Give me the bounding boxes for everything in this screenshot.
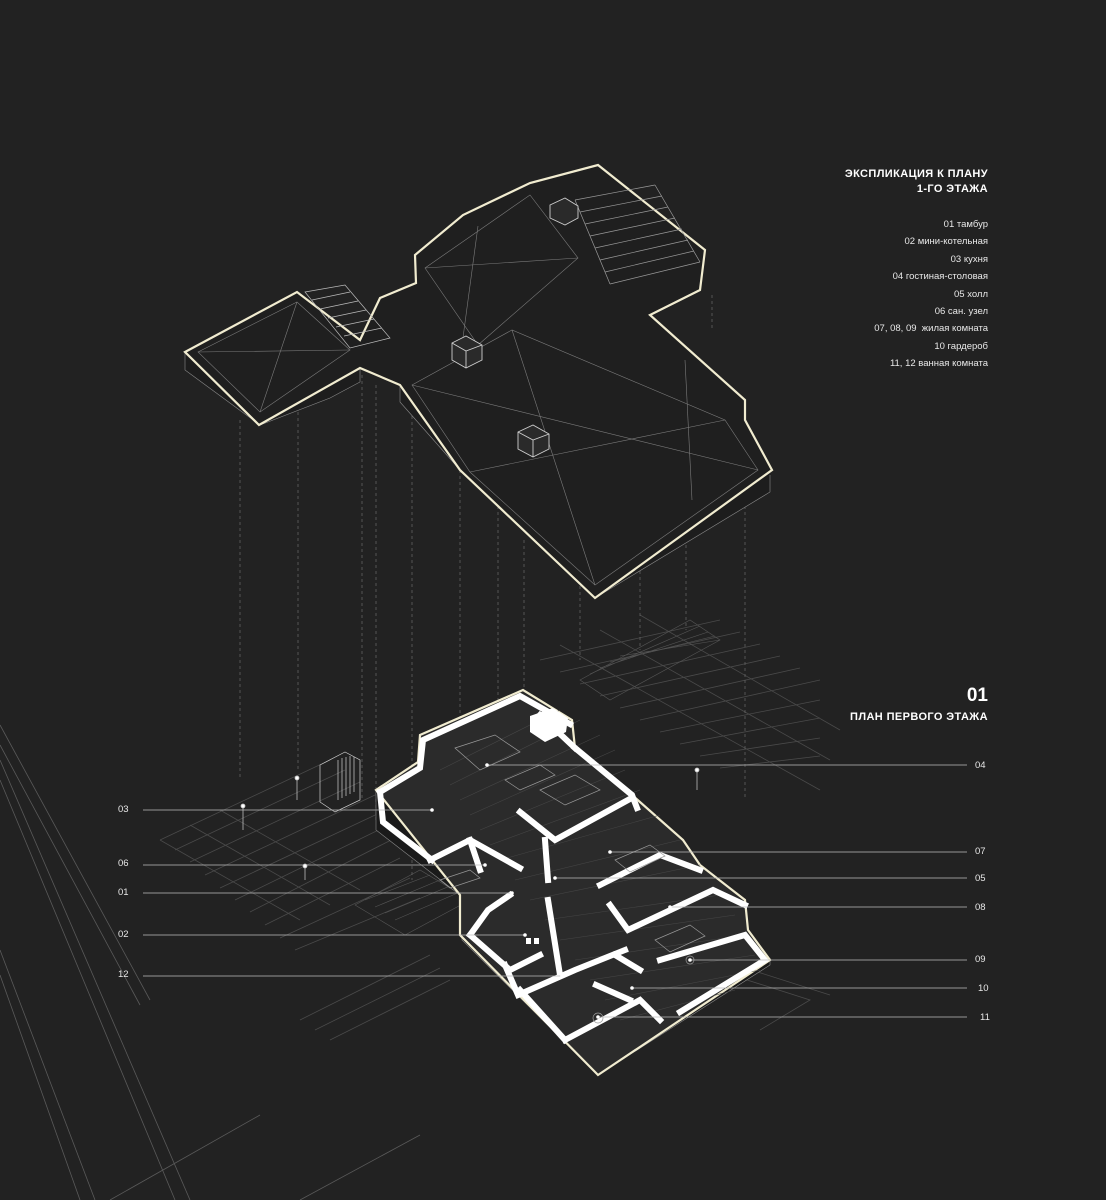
callout-label-left: 06 bbox=[118, 858, 129, 869]
section-heading: 01 ПЛАН ПЕРВОГО ЭТАЖА bbox=[668, 684, 988, 723]
terrace-hatch bbox=[354, 619, 721, 936]
legend-item: 03 кухня bbox=[950, 253, 988, 265]
legend-item: 11, 12 ванная комната bbox=[889, 358, 988, 370]
site-lines bbox=[0, 724, 421, 1200]
section-title: ПЛАН ПЕРВОГО ЭТАЖА bbox=[850, 711, 988, 723]
projection-lines bbox=[239, 295, 746, 880]
ground-floor-outline bbox=[374, 688, 772, 1077]
callout-label-right: 04 bbox=[975, 760, 986, 771]
callout-label-right: 08 bbox=[975, 902, 986, 913]
site-lights bbox=[240, 767, 700, 880]
roof-volume bbox=[183, 163, 774, 600]
legend-item: 05 холл bbox=[953, 288, 988, 300]
callout-dots bbox=[430, 763, 692, 1019]
legend-title: ЭКСПЛИКАЦИЯ К ПЛАНУ 1-ГО ЭТАЖА bbox=[844, 168, 988, 195]
roof-outline bbox=[183, 163, 774, 600]
callout-label-right: 11 bbox=[980, 1012, 990, 1023]
legend-item: 02 мини-котельная bbox=[904, 236, 988, 248]
callout-label-right: 05 bbox=[975, 873, 986, 884]
chimneys bbox=[451, 197, 579, 458]
callout-label-left: 12 bbox=[118, 969, 129, 980]
explication-legend: ЭКСПЛИКАЦИЯ К ПЛАНУ 1-ГО ЭТАЖА 01 тамбур… bbox=[668, 167, 988, 373]
callout-label-left: 01 bbox=[118, 887, 129, 898]
ground-floor-plan bbox=[319, 688, 772, 1077]
legend-item: 10 гардероб bbox=[934, 340, 988, 352]
callout-label-right: 09 bbox=[975, 954, 986, 965]
walls bbox=[375, 692, 770, 1045]
callout-label-right: 07 bbox=[975, 846, 986, 857]
callout-label-left: 03 bbox=[118, 804, 129, 815]
callout-lines bbox=[143, 764, 967, 1018]
legend-item: 04 гостиная-столовая bbox=[892, 271, 988, 283]
legend-item: 07, 08, 09 жилая комната bbox=[874, 323, 988, 335]
callout-label-right: 10 bbox=[978, 983, 989, 994]
callout-label-left: 02 bbox=[118, 929, 129, 940]
legend-item: 06 сан. узел bbox=[934, 306, 988, 318]
legend-item: 01 тамбур bbox=[943, 219, 988, 230]
legend-list: 01 тамбур 02 мини-котельная 03 кухня 04 … bbox=[668, 216, 988, 373]
section-number: 01 bbox=[966, 685, 988, 706]
